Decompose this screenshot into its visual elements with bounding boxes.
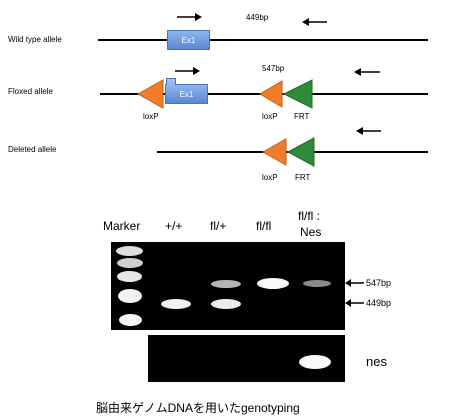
loxp-right-icon (259, 80, 283, 108)
deleted-allele-label: Deleted allele (8, 145, 57, 154)
loxp-left-icon (136, 79, 164, 109)
marker-band (116, 246, 143, 256)
deleted-frt-label: FRT (295, 173, 311, 182)
wt-allele-label: Wild type allele (8, 35, 62, 44)
flox-forward-primer-arrow (175, 67, 200, 75)
lane-label-flfl: fl/fl (256, 219, 272, 233)
flox-product-size: 547bp (262, 64, 285, 73)
figure-caption: 脳由来ゲノムDNAを用いたgenotyping (96, 401, 300, 415)
exon-notch (166, 78, 176, 85)
lane-label-het: fl/+ (210, 219, 227, 233)
deleted-reverse-primer-arrow (356, 127, 381, 135)
loxp-left-label: loxP (143, 112, 159, 121)
wt-forward-primer-arrow (177, 13, 202, 21)
marker-band (117, 271, 142, 282)
wt-reverse-primer-arrow (302, 18, 327, 26)
frt-icon (282, 79, 313, 109)
band-449-arrow-icon (345, 299, 364, 307)
band-547-arrow-icon (345, 279, 364, 287)
wt-exon1-label: Ex1 (181, 35, 196, 45)
flox-exon1-label: Ex1 (179, 89, 194, 99)
flox-reverse-primer-arrow (354, 68, 380, 76)
band-flfl-547 (257, 278, 289, 289)
wt-product-size: 449bp (246, 13, 269, 22)
band-het-547 (211, 280, 241, 288)
band-label-449: 449bp (366, 298, 392, 308)
floxed-allele-label: Floxed allele (8, 87, 53, 96)
band-label-547: 547bp (366, 278, 392, 288)
gel-image-lower (148, 335, 345, 382)
flox-exon1-box: Ex1 (165, 78, 208, 104)
band-het-449 (211, 299, 241, 309)
marker-band (118, 289, 142, 303)
band-nes-547 (303, 280, 331, 287)
lane-label-marker: Marker (103, 219, 141, 233)
loxp-right-label: loxP (262, 112, 278, 121)
band-wt-449 (161, 299, 191, 309)
bottom-panel-label: nes (366, 354, 387, 369)
lane-label-flfl-nes-line2: Nes (300, 225, 322, 239)
lane-label-wt: +/+ (165, 219, 183, 233)
deleted-loxp-icon (261, 138, 287, 166)
marker-band (117, 258, 143, 268)
deleted-frt-icon (286, 137, 315, 167)
marker-band (119, 314, 142, 326)
wt-exon1-box: Ex1 (167, 30, 210, 50)
lane-label-flfl-nes-line1: fl/fl : (298, 209, 321, 223)
band-nes-cre (299, 355, 331, 369)
gel-image-upper (111, 242, 345, 330)
frt-label: FRT (294, 112, 310, 121)
deleted-loxp-label: loxP (262, 173, 278, 182)
